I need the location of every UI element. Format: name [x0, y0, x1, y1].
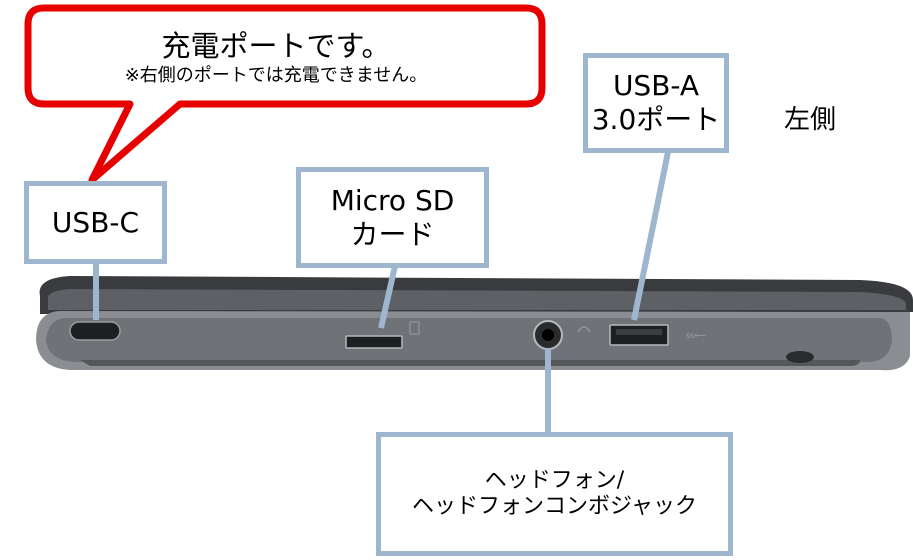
callout-bubble: [24, 4, 546, 184]
micro-sd-slot: [345, 335, 403, 349]
usb-c-label-line-1: USB-C: [51, 205, 140, 239]
usb-a-tongue: [616, 329, 662, 335]
headphone-icon: [577, 326, 591, 333]
micro-sd-label: Micro SD カード: [296, 167, 489, 268]
laptop-lid-edge: [47, 289, 907, 310]
callout-note: ※右側のポートでは充電できません。: [124, 65, 428, 87]
usb-a-label-line-2: 3.0ポート: [591, 103, 721, 136]
laptop-base-face: [46, 318, 892, 362]
micro-sd-label-line-1: Micro SD: [330, 183, 455, 217]
usb-c-label: USB-C: [24, 181, 167, 264]
side-label: 左側: [784, 105, 837, 135]
micro-sd-leader: [378, 265, 398, 329]
rubber-foot: [786, 351, 814, 363]
micro-sd-label-line-2: カード: [350, 217, 435, 251]
callout: 充電ポートです。 ※右側のポートでは充電できません。: [28, 18, 524, 98]
laptop-base-shadow: [80, 360, 860, 366]
headphone-label: ヘッドフォン/ ヘッドフォンコンボジャック: [376, 432, 733, 556]
usb-c-port: [69, 321, 121, 341]
headphone-jack-hole: [542, 329, 554, 341]
micro-sd-icon: [409, 321, 420, 335]
callout-title: 充電ポートです。: [161, 29, 391, 64]
usb-ss-glyph: ss⟵: [686, 331, 706, 340]
headphone-label-line-2: ヘッドフォンコンボジャック: [412, 494, 697, 519]
usb-a-leader: [631, 151, 671, 321]
usb-a-label-line-1: USB-A: [612, 69, 700, 103]
usb-a-label: USB-A 3.0ポート: [583, 53, 729, 153]
headphone-label-line-1: ヘッドフォン/: [484, 467, 625, 493]
